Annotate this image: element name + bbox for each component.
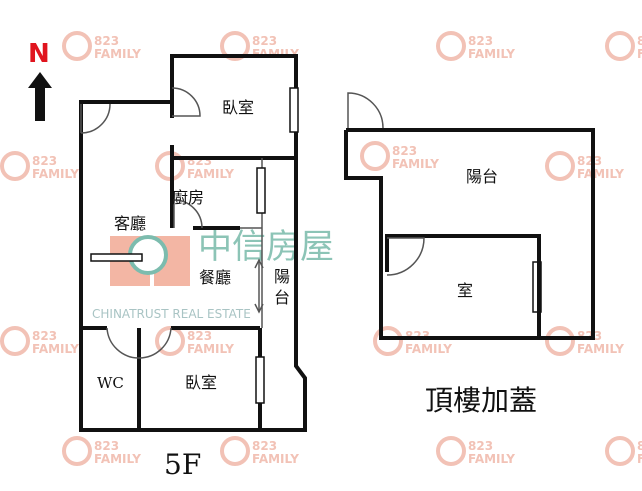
watermark-text: FAMILY: [468, 452, 515, 466]
house-logo-icon: [62, 31, 92, 61]
watermark-text: FAMILY: [637, 452, 642, 466]
watermark-text: 823: [392, 144, 417, 158]
room-label-bedroom-north: 臥室: [222, 98, 254, 117]
room-label-balcony-2: 台: [274, 288, 290, 307]
house-logo-icon: [436, 436, 466, 466]
room-label-rooftop-room: 室: [457, 281, 473, 300]
watermark-text: 823: [94, 34, 119, 48]
chinatrust-watermark: 中信房屋 CHINATRUST REAL ESTATE: [92, 227, 334, 321]
watermark-text: 823: [32, 154, 57, 168]
watermark-text: 823: [577, 154, 602, 168]
watermark-text: FAMILY: [94, 452, 141, 466]
watermark-text: FAMILY: [187, 167, 234, 181]
watermark-text: FAMILY: [32, 342, 79, 356]
north-arrow-icon: [28, 72, 52, 121]
north-label: N: [28, 39, 50, 69]
watermark-text: FAMILY: [252, 452, 299, 466]
floor-caption-rooftop: 頂樓加蓋: [425, 384, 537, 417]
rooftop-walls: [344, 128, 595, 340]
watermark-text: FAMILY: [187, 342, 234, 356]
room-label-rooftop-balcony: 陽台: [466, 167, 498, 186]
room-label-wc: WC: [97, 374, 124, 392]
house-logo-icon: [360, 141, 390, 171]
room-label-kitchen: 廚房: [172, 188, 204, 207]
floor-5f-walls: [79, 54, 307, 432]
brand-chinese: 中信房屋: [198, 227, 334, 267]
watermark-text: FAMILY: [637, 47, 642, 61]
watermark-text: FAMILY: [405, 342, 452, 356]
watermark-text: FAMILY: [32, 167, 79, 181]
watermark-text: FAMILY: [94, 47, 141, 61]
house-logo-icon: [605, 31, 635, 61]
house-logo-icon: [545, 326, 575, 356]
watermark-text: FAMILY: [392, 157, 439, 171]
house-logo-icon: [373, 326, 403, 356]
room-label-living-room: 客廳: [114, 214, 146, 233]
house-logo-icon: [155, 326, 185, 356]
watermark-text: 823: [94, 439, 119, 453]
house-logo-icon: [0, 326, 30, 356]
watermark-text: 823: [32, 329, 57, 343]
watermark-text: 823: [252, 439, 277, 453]
house-logo-icon: [605, 436, 635, 466]
floor-caption-5f: 5F: [164, 448, 201, 481]
house-logo-icon: [0, 151, 30, 181]
house-logo-icon: [62, 436, 92, 466]
watermark-text: 823: [252, 34, 277, 48]
room-label-bedroom-south: 臥室: [185, 373, 217, 392]
watermark-text: FAMILY: [577, 342, 624, 356]
brand-english: CHINATRUST REAL ESTATE: [92, 307, 251, 321]
house-logo-icon: [545, 151, 575, 181]
room-label-balcony-1: 陽: [274, 267, 290, 286]
house-logo-icon: [220, 31, 250, 61]
watermark-text: 823: [468, 34, 493, 48]
room-label-dining-room: 餐廳: [199, 268, 231, 287]
house-logo-icon: [436, 31, 466, 61]
watermark-text: 823: [637, 439, 642, 453]
watermark-text: FAMILY: [577, 167, 624, 181]
watermark-text: 823: [468, 439, 493, 453]
watermark-text: 823: [637, 34, 642, 48]
house-logo-icon: [220, 436, 250, 466]
watermark-text: 823: [187, 329, 212, 343]
watermark-text: FAMILY: [468, 47, 515, 61]
rooftop-doors: [347, 92, 425, 276]
